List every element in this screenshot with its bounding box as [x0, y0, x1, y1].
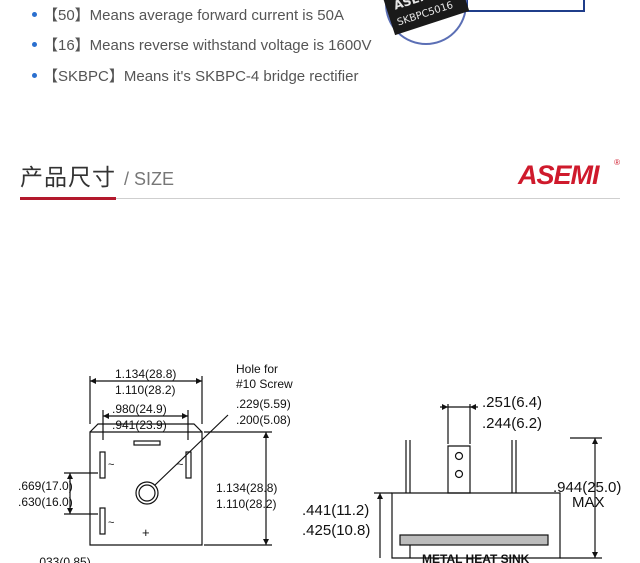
logo-registered-mark: ®: [614, 158, 620, 167]
dim-left-max: .669(17.0): [18, 479, 73, 493]
dim-height-max: 1.134(28.8): [216, 481, 277, 495]
section-heading: 产品尺寸 / SIZE: [20, 158, 174, 192]
dim-inner-width-max: .980(24.9): [112, 402, 167, 416]
bullet-dot-icon: [32, 73, 37, 78]
dim-hole-min: .200(5.08): [236, 413, 291, 427]
dim-terminal-width-min: .244(6.2): [482, 415, 542, 432]
ac-symbol: ~: [177, 459, 183, 471]
dim-body-height-min: .425(10.8): [302, 522, 370, 539]
terminal-pad: [185, 451, 192, 479]
bullet-text: 【50】Means average forward current is 50A: [43, 7, 344, 24]
bullet-dot-icon: [32, 42, 37, 47]
plus-symbol: +: [142, 525, 150, 540]
terminal-pad: [133, 440, 161, 446]
dim-bottom: .033(0.85): [36, 555, 91, 563]
mounting-hole-inner: [138, 484, 156, 502]
section-divider: [20, 198, 620, 199]
section-title-cn: 产品尺寸: [20, 165, 116, 191]
mounting-hole-icon: [135, 481, 159, 505]
logo-text: ASEMI: [518, 160, 600, 190]
ac-symbol: ~: [108, 459, 114, 471]
top-view-bevel: [89, 423, 203, 433]
asemi-logo: ASEMI ®: [516, 158, 620, 190]
dim-top-width-min: 1.110(28.2): [115, 383, 176, 397]
bullet-text: 【SKBPC】Means it's SKBPC-4 bridge rectifi…: [43, 68, 359, 85]
hole-note-line2: #10 Screw: [236, 377, 293, 391]
dim-top-width-max: 1.134(28.8): [115, 367, 176, 381]
terminal-pad: [99, 451, 106, 479]
bullet-item: 【50】Means average forward current is 50A: [32, 4, 344, 25]
bullet-item: 【SKBPC】Means it's SKBPC-4 bridge rectifi…: [32, 65, 358, 86]
bullet-text: 【16】Means reverse withstand voltage is 1…: [43, 37, 372, 54]
ac-symbol: ~: [108, 517, 114, 529]
section-divider-accent: [20, 197, 116, 200]
dim-total-height-note: MAX: [572, 494, 605, 511]
top-view-outline: [89, 431, 203, 546]
side-view-body: [391, 492, 561, 559]
hole-note-line1: Hole for: [236, 362, 278, 376]
metal-heat-sink: [399, 534, 549, 546]
dim-terminal-width-max: .251(6.4): [482, 394, 542, 411]
dim-hole-max: .229(5.59): [236, 397, 291, 411]
bullet-dot-icon: [32, 12, 37, 17]
section-title-en: / SIZE: [124, 169, 175, 189]
terminal-pad: [99, 507, 106, 535]
chip-image: ASEMI SKBPC5016: [380, 0, 470, 48]
dimension-drawing: 1.134(28.8) 1.110(28.2) .980(24.9) .941(…: [18, 362, 621, 563]
dim-body-height-max: .441(11.2): [302, 502, 369, 519]
hole-leader: [154, 414, 229, 486]
callout-bracket: [466, 0, 585, 12]
dim-total-height: .944(25.0): [553, 479, 621, 496]
dim-inner-width-min: .941(23.9): [112, 418, 167, 432]
dim-height-min: 1.110(28.2): [216, 497, 277, 511]
side-center-terminal: [447, 445, 471, 494]
dim-left-min: .630(16.0): [18, 495, 73, 509]
heat-sink-label: METAL HEAT SINK: [422, 552, 530, 563]
bullet-item: 【16】Means reverse withstand voltage is 1…: [32, 34, 372, 55]
